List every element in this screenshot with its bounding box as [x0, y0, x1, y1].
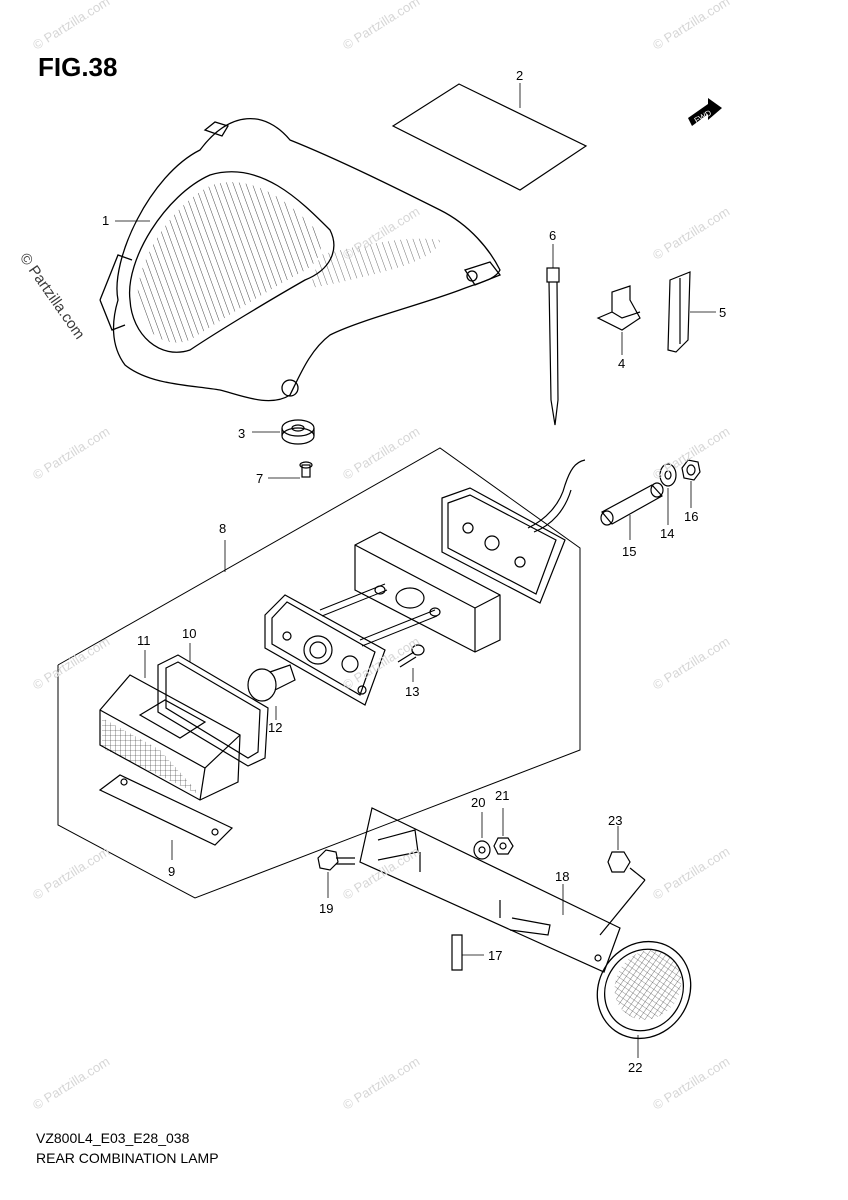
callout-9: 9 — [168, 864, 175, 879]
callout-3: 3 — [238, 426, 245, 441]
reflector-grid-pattern — [614, 950, 682, 1020]
nut-part — [681, 459, 701, 508]
callout-5: 5 — [719, 305, 726, 320]
socket-plate-part — [264, 594, 386, 706]
callout-4: 4 — [618, 356, 625, 371]
lens-gasket-part — [157, 643, 269, 767]
callout-22: 22 — [628, 1060, 642, 1075]
screw-part — [268, 461, 313, 479]
long-screws-part — [319, 583, 438, 647]
nut-small-part — [493, 808, 514, 855]
callout-19: 19 — [319, 901, 333, 916]
callout-15: 15 — [622, 544, 636, 559]
callout-13: 13 — [405, 684, 419, 699]
lens-grid-pattern — [102, 718, 200, 795]
reflector-bracket-part — [359, 807, 621, 973]
figure-name: REAR COMBINATION LAMP — [36, 1150, 219, 1166]
callout-14: 14 — [660, 526, 674, 541]
spacer-part — [600, 482, 664, 540]
callout-12: 12 — [268, 720, 282, 735]
lamp-socket-block-part — [354, 531, 501, 653]
clamp-part — [596, 285, 641, 355]
washer-small-part — [473, 812, 491, 860]
lamp-assembly-box — [57, 447, 581, 899]
washer-part — [659, 463, 677, 525]
flange-nut-part — [599, 826, 646, 936]
cable-tie-part — [546, 244, 560, 426]
callout-2: 2 — [516, 68, 523, 83]
grommet-part — [252, 419, 315, 445]
callout-20: 20 — [471, 795, 485, 810]
forward-direction-icon: FWD — [688, 98, 722, 126]
callout-23: 23 — [608, 813, 622, 828]
callout-8: 8 — [219, 521, 226, 536]
bracket-clip-part — [667, 271, 716, 353]
callout-21: 21 — [495, 788, 509, 803]
callout-1: 1 — [102, 213, 109, 228]
callout-labels: 1 2 3 4 5 6 7 8 9 10 11 12 13 14 15 16 1… — [102, 68, 726, 1075]
callout-18: 18 — [555, 869, 569, 884]
small-label-part — [451, 934, 484, 971]
callout-16: 16 — [684, 509, 698, 524]
lens-part — [99, 650, 241, 801]
label-plate-part — [391, 83, 588, 191]
bolt-part — [317, 849, 355, 898]
callout-6: 6 — [549, 228, 556, 243]
housing-lens-hatch — [137, 182, 440, 343]
callout-7: 7 — [256, 471, 263, 486]
lamp-base-plate-part — [441, 459, 586, 604]
figure-code: VZ800L4_E03_E28_038 — [36, 1130, 190, 1146]
callout-17: 17 — [488, 948, 502, 963]
lens-plate-part — [98, 774, 234, 860]
callout-11: 11 — [137, 633, 151, 648]
tail-lamp-housing-part — [99, 118, 502, 402]
figure-title: FIG.38 — [38, 52, 118, 82]
bulb-part — [247, 664, 296, 720]
callout-10: 10 — [182, 626, 196, 641]
small-screw-part — [397, 644, 425, 682]
